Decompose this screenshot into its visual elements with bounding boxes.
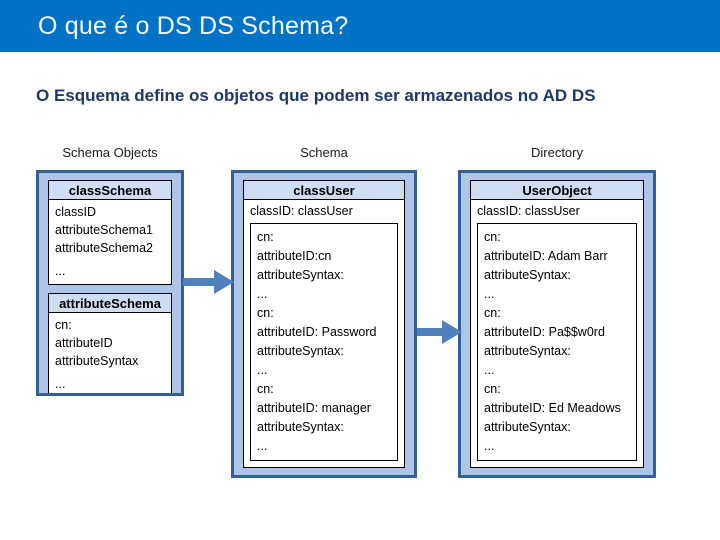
card-line: attributeSchema2 [55, 241, 153, 255]
card-line: classID [55, 205, 96, 219]
card-line: attributeID: Ed Meadows [484, 401, 621, 415]
card-userobject: UserObject classID: classUser cn: attrib… [470, 180, 644, 468]
card-line: attributeID:cn [257, 249, 332, 263]
card-line: attributeID [55, 336, 113, 350]
card-line: ... [484, 363, 495, 377]
card-line: attributeSyntax: [257, 420, 344, 434]
card-line: attributeSyntax: [484, 344, 571, 358]
card-line: cn: [257, 230, 274, 244]
card-classuser-idline: classID: classUser [250, 204, 353, 218]
arrow-right-icon [417, 319, 463, 345]
arrow-right-icon [183, 269, 235, 295]
card-classschema: classSchema classID attributeSchema1 att… [48, 180, 172, 285]
card-line: cn: [484, 306, 501, 320]
card-classuser-attributes: cn: attributeID:cn attributeSyntax: ... … [250, 223, 398, 461]
card-line: attributeSyntax: [257, 344, 344, 358]
card-line: ... [257, 287, 268, 301]
card-line: ... [55, 264, 66, 278]
column-label-schema-objects: Schema Objects [62, 145, 158, 160]
card-line: ... [484, 439, 495, 453]
card-classschema-header: classSchema [49, 181, 171, 200]
card-line: attributeSyntax [55, 354, 139, 368]
card-attributeschema-header: attributeSchema [49, 294, 171, 313]
card-attributeschema: attributeSchema cn: attributeID attribut… [48, 293, 172, 393]
card-line: attributeID: Adam Barr [484, 249, 608, 263]
card-line: attributeSyntax: [257, 268, 344, 282]
container-directory: UserObject classID: classUser cn: attrib… [458, 170, 656, 478]
card-line: attributeID: manager [257, 401, 371, 415]
card-classuser: classUser classID: classUser cn: attribu… [243, 180, 405, 468]
container-schema-objects: classSchema classID attributeSchema1 att… [36, 170, 184, 396]
card-userobject-header: UserObject [471, 181, 643, 200]
slide-subtitle: O Esquema define os objetos que podem se… [36, 86, 596, 105]
page-title: O que é o DS DS Schema? [38, 11, 349, 40]
card-line: cn: [257, 306, 274, 320]
container-schema: classUser classID: classUser cn: attribu… [231, 170, 417, 478]
card-line: ... [257, 363, 268, 377]
card-classuser-header: classUser [244, 181, 404, 200]
card-line: attributeSyntax: [484, 268, 571, 282]
card-line: attributeSyntax: [484, 420, 571, 434]
card-line: attributeSchema1 [55, 223, 153, 237]
card-line: ... [484, 287, 495, 301]
card-line: cn: [257, 382, 274, 396]
card-line: attributeID: Password [257, 325, 377, 339]
card-line: ... [257, 439, 268, 453]
column-label-schema: Schema [300, 145, 348, 160]
card-line: cn: [484, 382, 501, 396]
card-line: cn: [484, 230, 501, 244]
column-label-directory: Directory [530, 145, 583, 160]
card-userobject-idline: classID: classUser [477, 204, 580, 218]
card-line: attributeID: Pa$$w0rd [484, 325, 605, 339]
card-classschema-body: classID attributeSchema1 attributeSchema… [49, 200, 171, 284]
card-line: ... [55, 377, 66, 391]
card-attributeschema-body: cn: attributeID attributeSyntax ... [49, 313, 171, 393]
card-userobject-attributes: cn: attributeID: Adam Barr attributeSynt… [477, 223, 637, 461]
card-line: cn: [55, 318, 72, 332]
title-banner: O que é o DS DS Schema? [0, 0, 720, 52]
